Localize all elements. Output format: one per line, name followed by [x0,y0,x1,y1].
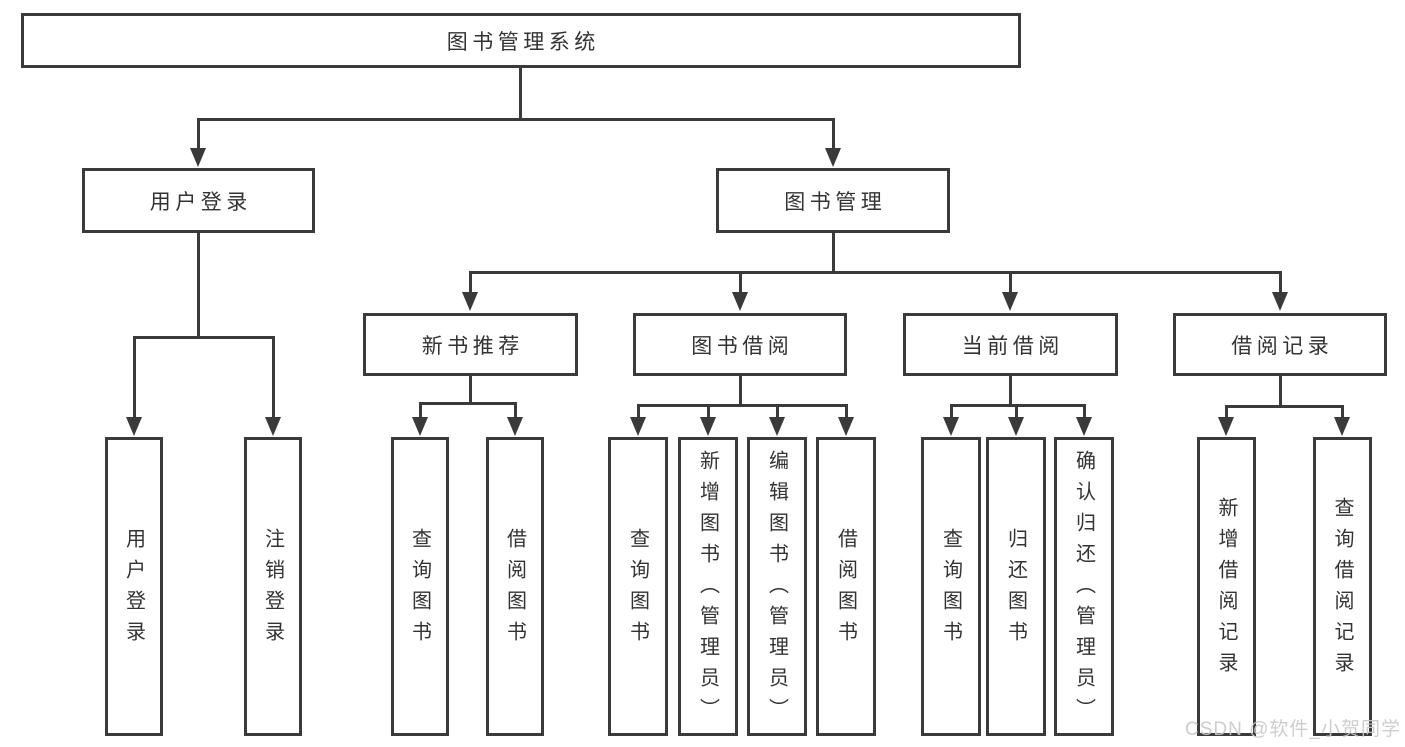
node-label: 注销登录 [261,527,284,652]
connector-line [419,402,422,420]
node-add-book-admin: 新增图书（管理员） [678,437,738,736]
node-logout-leaf: 注销登录 [244,437,302,736]
node-root: 图书管理系统 [21,13,1021,68]
connector-line [637,404,640,421]
arrow-down-icon [190,148,206,167]
node-borrow-record: 借阅记录 [1173,313,1387,376]
node-label: 新增借阅记录 [1215,496,1237,683]
node-label: 查询图书 [408,527,431,652]
arrow-down-icon [507,417,523,436]
node-return-book: 归还图书 [986,437,1046,736]
node-query-book-3: 查询图书 [921,437,981,736]
node-query-book-2: 查询图书 [608,437,668,736]
node-label: 查询借阅记录 [1331,496,1353,683]
node-label: 用户登录 [122,527,145,652]
connector-line [514,402,517,420]
node-add-borrow-record: 新增借阅记录 [1197,437,1256,736]
arrow-down-icon [1008,417,1024,436]
node-borrow-book-2: 借阅图书 [816,437,876,736]
connector-line [845,404,848,421]
connector-line [519,66,522,120]
node-query-book-1: 查询图书 [391,437,449,736]
connector-line [419,402,517,405]
arrow-down-icon [462,292,478,311]
arrow-down-icon [700,417,716,436]
connector-line [739,271,742,297]
connector-line [197,118,835,121]
connector-line [469,376,472,405]
node-label: 用户登录 [149,190,252,214]
node-label: 当前借阅 [961,334,1064,358]
connector-line [133,336,136,418]
connector-line [197,118,200,152]
node-current-borrow: 当前借阅 [903,313,1118,376]
node-label: 借阅图书 [503,527,526,652]
connector-line [1083,404,1086,421]
node-label: 确认归还（管理员） [1072,450,1095,729]
connector-line [197,233,200,338]
node-label: 借阅记录 [1231,334,1334,358]
arrow-down-icon [412,417,428,436]
connector-line [637,404,847,407]
node-edit-book-admin: 编辑图书（管理员） [747,437,807,736]
node-label: 借阅图书 [834,527,857,652]
node-label: 图书借阅 [691,334,794,358]
node-book-mgmt: 图书管理 [716,168,950,233]
node-label: 查询图书 [626,527,649,652]
arrow-down-icon [1272,292,1288,311]
arrow-down-icon [1076,417,1092,436]
node-label: 查询图书 [939,527,962,652]
connector-line [133,336,275,339]
connector-line [1009,271,1012,297]
arrow-down-icon [732,292,748,311]
watermark: CSDN @软件_小贺同学 [1185,719,1401,740]
connector-line [469,271,1281,274]
node-label: 图书管理系统 [446,30,600,54]
connector-line [1009,376,1012,407]
connector-line [707,404,710,421]
connector-line [1225,405,1228,421]
connector-line [776,404,779,421]
connector-line [950,404,953,421]
node-user-login: 用户登录 [82,168,315,233]
arrow-down-icon [943,417,959,436]
node-query-borrow-record: 查询借阅记录 [1313,437,1372,736]
connector-line [469,271,472,297]
connector-line [1279,271,1282,297]
connector-line [1225,405,1344,408]
node-borrow-book-1: 借阅图书 [486,437,544,736]
node-user-login-leaf: 用户登录 [105,437,163,736]
arrow-down-icon [1002,292,1018,311]
arrow-down-icon [838,417,854,436]
arrow-down-icon [1334,417,1350,436]
node-label: 归还图书 [1004,527,1027,652]
node-label: 编辑图书（管理员） [765,450,788,729]
connector-line [1279,376,1282,408]
node-label: 图书管理 [784,190,887,214]
connector-line [832,233,835,273]
connector-line [832,118,835,152]
node-book-borrow: 图书借阅 [633,313,847,376]
arrow-down-icon [825,148,841,167]
arrow-down-icon [126,417,142,436]
connector-line [1341,405,1344,421]
node-label: 新书推荐 [421,334,524,358]
arrow-down-icon [1218,417,1234,436]
connector-line [1015,404,1018,421]
node-new-book-rec: 新书推荐 [363,313,578,376]
node-label: 新增图书（管理员） [696,450,719,729]
arrow-down-icon [630,417,646,436]
arrow-down-icon [265,417,281,436]
node-confirm-return-admin: 确认归还（管理员） [1054,437,1114,736]
connector-line [272,336,275,418]
connector-line [739,376,742,407]
arrow-down-icon [769,417,785,436]
